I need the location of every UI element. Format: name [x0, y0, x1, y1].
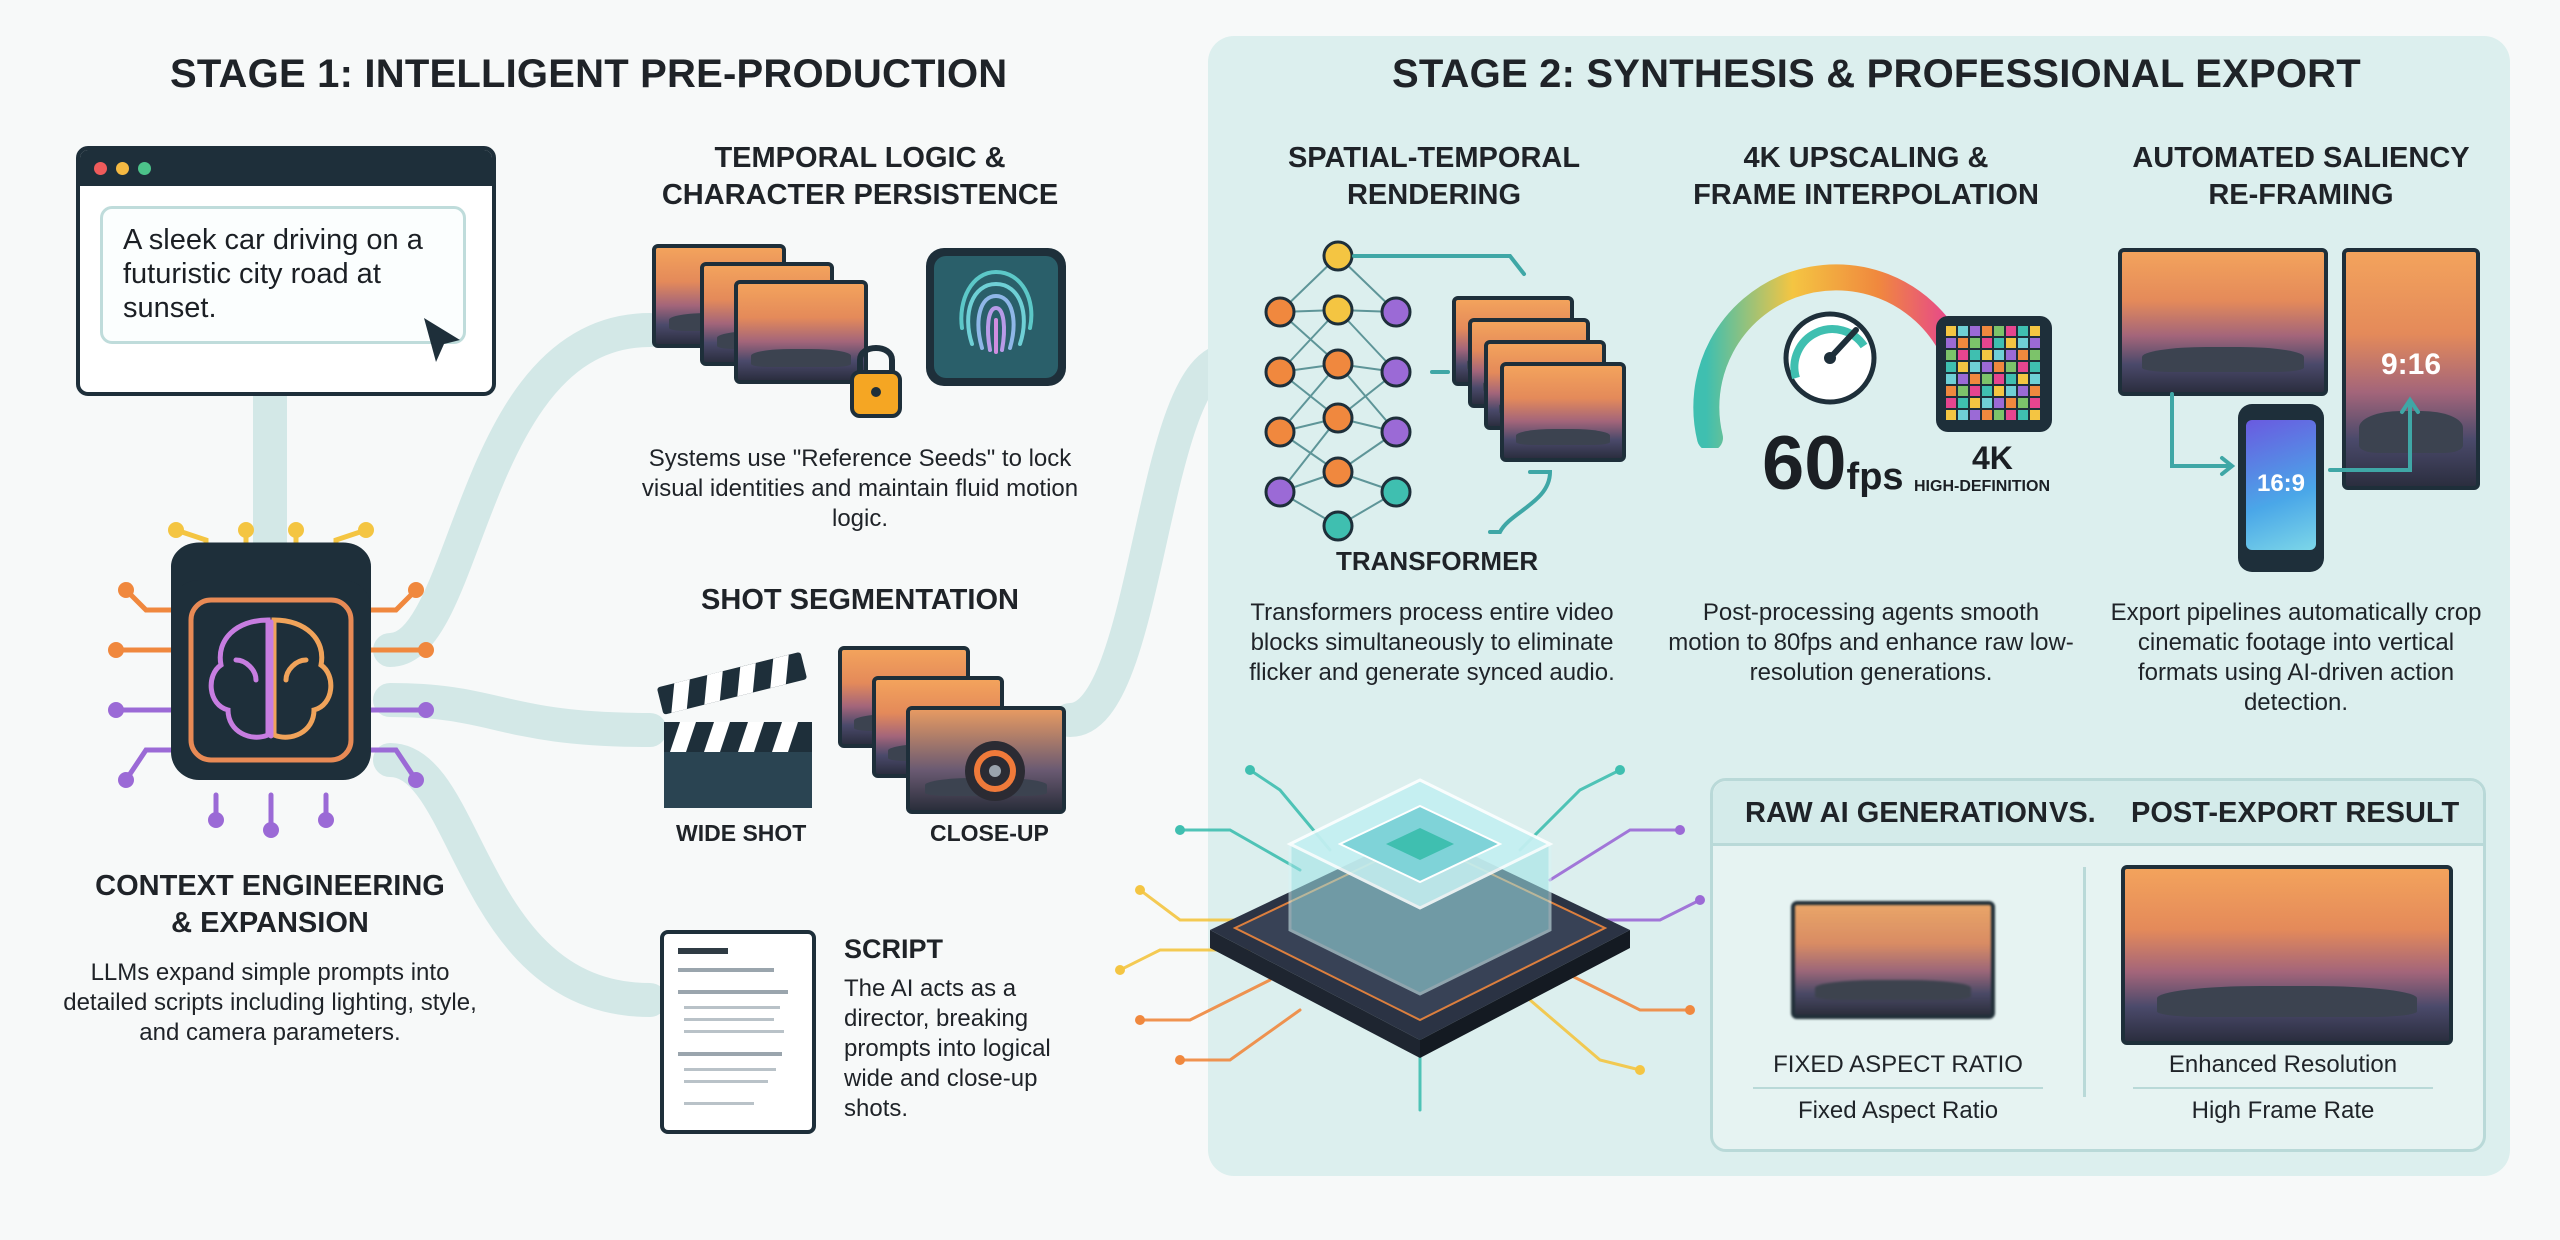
upscaling-title: 4K UPSCALING & FRAME INTERPOLATION: [1646, 140, 2086, 214]
landscape-source-frame: [2118, 248, 2328, 396]
neural-network-icon: [1264, 240, 1553, 542]
left-result-line1: FIXED ASPECT RATIO: [1773, 1051, 2023, 1078]
saliency-title: AUTOMATED SALIENCY RE-FRAMING: [2086, 140, 2516, 214]
render-frame-4: [1500, 362, 1626, 462]
comparison-vs: VS.: [2049, 797, 2096, 829]
right-result-line1: Enhanced Resolution: [2168, 1051, 2398, 1078]
shots-title: SHOT SEGMENTATION: [701, 584, 1019, 616]
temporal-title: TEMPORAL LOGIC & CHARACTER PERSISTENCE: [620, 140, 1100, 214]
closeup-label: CLOSE-UP: [930, 820, 1049, 846]
raw-generation-frame: [1791, 901, 1995, 1019]
wide-ratio-label: 16:9: [2256, 470, 2306, 497]
comparison-panel: RAW AI GENERATION VS. POST-EXPORT RESULT…: [1710, 778, 2486, 1152]
reference-frame-3: [734, 280, 868, 384]
stage2-title: STAGE 2: SYNTHESIS & PROFESSIONAL EXPORT: [1392, 52, 2361, 96]
clapperboard-icon: [657, 652, 812, 808]
fps-gauge-icon: [1693, 264, 1965, 448]
cursor-icon: [424, 318, 460, 362]
rendering-desc: Transformers process entire video blocks…: [1249, 599, 1615, 686]
rendering-title-line2: RENDERING: [1346, 179, 1521, 211]
prompt-window: A sleek car driving on a futuristic city…: [76, 146, 496, 396]
prompt-input[interactable]: A sleek car driving on a futuristic city…: [100, 206, 466, 344]
phone-icon: 16:9: [2238, 404, 2324, 572]
ai-brain-chip-icon: [108, 522, 434, 838]
stage1-to-stage2-flow: [1053, 343, 1247, 737]
window-close-dot: [94, 162, 107, 175]
fps-value: 60: [1762, 421, 1847, 506]
context-title-line2: & EXPANSION: [171, 907, 369, 939]
upscaling-desc: Post-processing agents smooth motion to …: [1668, 599, 2074, 686]
fingerprint-icon: [926, 248, 1066, 386]
reframe-arrows-icon: [2170, 392, 2420, 476]
prompt-window-titlebar: [80, 150, 492, 186]
processor-chip-icon: [1115, 765, 1705, 1112]
script-document-icon: [660, 930, 816, 1134]
prompt-text: A sleek car driving on a futuristic city…: [123, 224, 423, 324]
transformer-label: TRANSFORMER: [1336, 546, 1539, 576]
context-title-line1: CONTEXT ENGINEERING: [95, 870, 445, 902]
upscaling-title-line2: FRAME INTERPOLATION: [1693, 179, 2039, 211]
saliency-desc: Export pipelines automatically crop cine…: [2110, 599, 2482, 716]
comparison-divider: [2083, 867, 2086, 1097]
rendering-title-line1: SPATIAL-TEMPORAL: [1287, 142, 1581, 174]
vertical-ratio-label: 9:16: [2380, 348, 2442, 381]
car-wheel-icon: [965, 741, 1025, 801]
window-maximize-dot: [138, 162, 151, 175]
script-desc: The AI acts as a director, breaking prom…: [844, 975, 1051, 1122]
stage1-title: STAGE 1: INTELLIGENT PRE-PRODUCTION: [170, 52, 1008, 96]
script-title: SCRIPT: [844, 934, 944, 964]
resolution-label: HIGH-DEFINITION: [1914, 478, 2050, 495]
wide-shot-label: WIDE SHOT: [676, 820, 807, 846]
left-result-line2: Fixed Aspect Ratio: [1797, 1097, 1999, 1124]
pixel-grid-icon: [1936, 316, 2052, 432]
temporal-title-line2: CHARACTER PERSISTENCE: [661, 179, 1059, 211]
context-title: CONTEXT ENGINEERING & EXPANSION: [60, 868, 480, 942]
upscaling-title-line1: 4K UPSCALING &: [1743, 142, 1989, 174]
rendering-title: SPATIAL-TEMPORAL RENDERING: [1234, 140, 1634, 214]
temporal-desc: Systems use "Reference Seeds" to lock vi…: [641, 445, 1079, 532]
saliency-title-line1: AUTOMATED SALIENCY: [2132, 142, 2470, 174]
fps-readout: 60fps: [1762, 420, 1904, 507]
fps-unit: fps: [1846, 456, 1904, 498]
right-result-line2: High Frame Rate: [2191, 1097, 2375, 1124]
temporal-title-line1: TEMPORAL LOGIC &: [714, 142, 1006, 174]
chip-to-script-flow: [373, 743, 667, 1017]
saliency-title-line2: RE-FRAMING: [2208, 179, 2394, 211]
comparison-header: RAW AI GENERATION VS. POST-EXPORT RESULT: [1713, 781, 2483, 846]
chip-to-shots-flow: [373, 683, 667, 747]
comparison-right-header: POST-EXPORT RESULT: [2131, 797, 2460, 829]
resolution-value: 4K: [1972, 440, 2013, 476]
lock-icon: [850, 345, 902, 418]
context-desc: LLMs expand simple prompts into detailed…: [63, 959, 477, 1046]
window-minimize-dot: [116, 162, 129, 175]
post-export-frame: [2121, 865, 2453, 1045]
chip-to-temporal-flow: [373, 313, 667, 667]
comparison-left-header: RAW AI GENERATION: [1745, 797, 2048, 829]
